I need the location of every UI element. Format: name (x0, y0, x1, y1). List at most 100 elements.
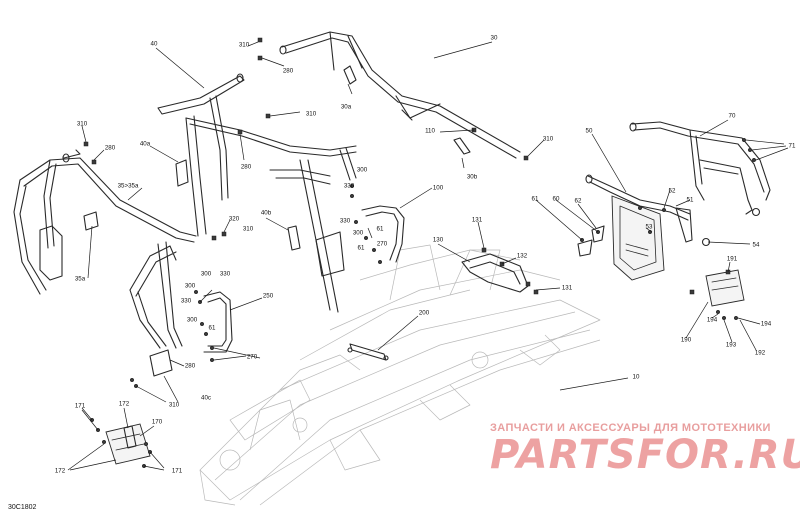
callout-50: 50 (585, 127, 593, 135)
chassis-frame (199, 244, 601, 506)
grab-handles (203, 205, 405, 353)
bracket-60 (577, 239, 593, 257)
callout-10: 10 (632, 373, 640, 381)
fastener (237, 129, 243, 135)
callout-310: 310 (76, 120, 88, 128)
callout-131: 131 (471, 216, 483, 224)
callout-62: 62 (574, 197, 582, 205)
callout-132: 132 (516, 252, 528, 260)
bracket-30b (453, 137, 471, 155)
bracket-130 (461, 253, 529, 293)
callout-100: 100 (432, 184, 444, 192)
watermark: ЗАПЧАСТИ И АКСЕССУАРЫ ДЛЯ МОТОТЕХНИКИ PA… (490, 422, 800, 478)
callout-300: 300 (352, 229, 364, 237)
callout-320: 320 (228, 215, 240, 223)
callout-70: 70 (728, 112, 736, 120)
callout-40c: 40c (201, 394, 211, 402)
callout-310: 310 (238, 41, 250, 49)
callout-193: 193 (725, 341, 737, 349)
fastener (257, 55, 263, 61)
callout-51: 51 (686, 196, 694, 204)
watermark-tagline: ЗАПЧАСТИ И АКСЕССУАРЫ ДЛЯ МОТОТЕХНИКИ (490, 422, 771, 434)
bracket-170 (105, 423, 151, 465)
callout-194: 194 (760, 320, 772, 328)
callout-172: 172 (118, 400, 130, 408)
callout-300: 300 (184, 282, 196, 290)
diagram-reference-code: 30C1802 (8, 504, 37, 511)
bracket-parts (83, 65, 471, 377)
fastener (83, 141, 89, 147)
panel-50 (585, 174, 693, 281)
callout-310: 310 (168, 401, 180, 409)
callout-110: 110 (425, 127, 435, 135)
callout-192: 192 (754, 349, 766, 357)
callout-40: 40 (150, 40, 158, 48)
callout-61: 61 (376, 225, 384, 233)
callout-61: 61 (208, 324, 216, 332)
small-brackets (577, 225, 745, 307)
bracket-62 (591, 225, 605, 243)
grab-handle-250 (203, 291, 233, 353)
leader-lines (67, 41, 789, 471)
fastener (91, 159, 97, 165)
callout-171: 171 (171, 467, 183, 475)
callout-191: 191 (726, 255, 738, 263)
callout-40a: 40a (139, 140, 151, 148)
callout-310: 310 (542, 135, 554, 143)
callout-200: 200 (418, 309, 430, 317)
callout-52: 52 (668, 187, 676, 195)
crossbar-200 (347, 343, 389, 361)
callout-30: 30 (490, 34, 498, 42)
callout-171: 171 (74, 402, 86, 410)
callout-170: 170 (151, 418, 163, 426)
callout-270: 270 (246, 353, 258, 361)
callout-190: 190 (680, 336, 692, 344)
callout-60: 60 (552, 195, 560, 203)
callout-300: 300 (356, 166, 368, 174)
callout-280: 280 (240, 163, 252, 171)
bracket-35a (83, 211, 99, 231)
bracket-40c (149, 349, 173, 377)
callout-310: 310 (242, 225, 254, 233)
callout-40b: 40b (260, 209, 272, 217)
callout-131: 131 (561, 284, 573, 292)
fastener (265, 113, 271, 119)
watermark-brand: PARTSFOR.RU (490, 432, 800, 478)
fastener (211, 235, 217, 241)
callout-172: 172 (54, 467, 66, 475)
callout-35a: 35a (74, 275, 86, 283)
callout-53: 53 (645, 223, 653, 231)
callout-61: 61 (531, 195, 539, 203)
grab-handle-100 (361, 205, 405, 263)
callout-61: 61 (357, 244, 365, 252)
bracket-40a (175, 159, 189, 187)
bracket-30a (343, 65, 357, 85)
bumper-70 (629, 121, 771, 215)
roll-bar-30 (279, 31, 521, 159)
side-cage-35 (13, 149, 197, 349)
fastener (257, 37, 263, 43)
callout-330: 330 (219, 270, 231, 278)
callout-280: 280 (184, 362, 196, 370)
callout-300: 300 (186, 316, 198, 324)
callout-250: 250 (262, 292, 274, 300)
callout-35: 35>35a (117, 182, 139, 190)
callout-194: 194 (706, 316, 718, 324)
callout-30a: 30a (340, 103, 352, 111)
callout-310: 310 (305, 110, 317, 118)
bracket-40b (287, 225, 301, 251)
callout-330: 330 (339, 217, 351, 225)
callout-130: 130 (432, 236, 444, 244)
callout-270: 270 (376, 240, 388, 248)
fastener (221, 231, 227, 237)
callout-71: 71 (788, 142, 796, 150)
callout-280: 280 (282, 67, 294, 75)
callout-330: 330 (343, 182, 355, 190)
callout-300: 300 (200, 270, 212, 278)
callout-54: 54 (752, 241, 760, 249)
callout-330: 330 (180, 297, 192, 305)
fastener (523, 155, 529, 161)
callout-280: 280 (104, 144, 116, 152)
